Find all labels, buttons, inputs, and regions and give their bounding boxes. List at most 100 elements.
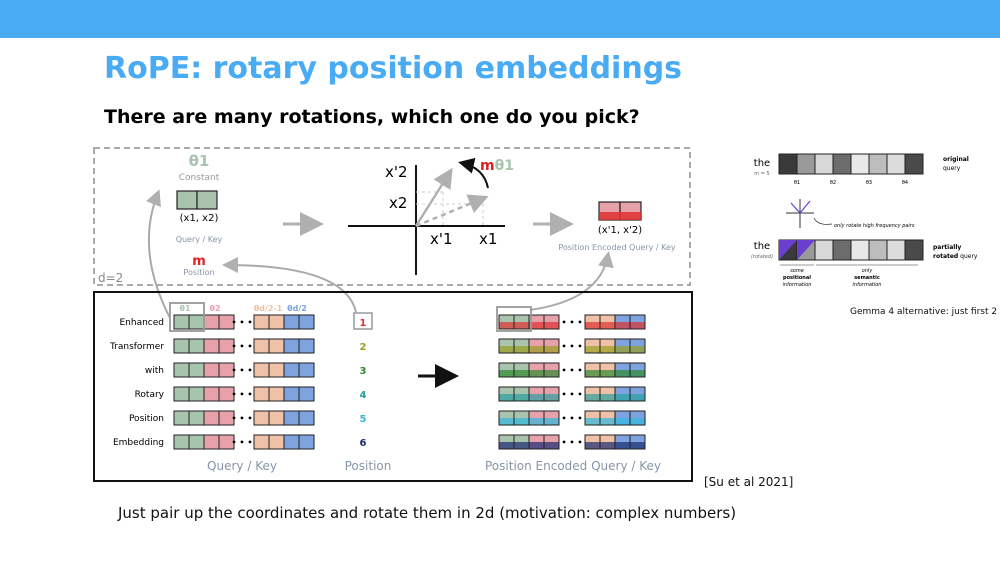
constant-label: Constant — [179, 173, 220, 183]
qk-ellipsis: • • • — [232, 366, 253, 375]
gemma-rotated-cell — [832, 239, 852, 261]
encoded-pair-red-bar — [599, 212, 641, 220]
bottom-query-key-label: Query / Key — [207, 459, 277, 473]
qk-cell — [253, 362, 270, 378]
encoded-cell-band — [630, 370, 645, 377]
gemma-rotated-cell — [868, 239, 888, 261]
gemma-note-arrow — [813, 217, 833, 225]
encoded-ellipsis: • • • — [562, 342, 583, 351]
slide-subtitle: There are many rotations, which one do y… — [104, 106, 640, 128]
qk-cell — [173, 314, 190, 330]
citation: [Su et al 2021] — [704, 475, 794, 489]
gemma-original-label: original — [943, 156, 969, 163]
gemma-original-cell — [868, 153, 888, 175]
word-label: Enhanced — [119, 318, 164, 328]
gemma-theta-4: θ4 — [902, 180, 908, 186]
encoded-cell-band — [499, 418, 514, 425]
qk-cell — [188, 362, 205, 378]
qk-cell — [253, 410, 270, 426]
qk-cell — [203, 434, 220, 450]
slide-title: RoPE: rotary position embeddings — [104, 51, 683, 86]
top-accent-bar — [0, 0, 1000, 38]
encoded-cell-band — [630, 418, 645, 425]
arrow-theta-connector — [146, 189, 171, 319]
qk-cell — [253, 314, 270, 330]
word-label: Embedding — [113, 438, 164, 448]
gemma-rotated-token: the — [754, 241, 770, 252]
gemma-information-label: information — [783, 282, 812, 288]
encoded-cell-band — [514, 370, 529, 377]
encoded-cell-band — [615, 346, 630, 353]
qk-cell — [268, 338, 285, 354]
query-key-rows: • • •• • •• • •• • •• • •• • • — [173, 314, 315, 450]
encoded-cell-band — [600, 322, 615, 329]
qk-cell — [268, 410, 285, 426]
position-number: 4 — [360, 390, 367, 401]
encoded-cell-band — [630, 322, 645, 329]
word-label: with — [145, 366, 164, 376]
rotation-arc-arrow — [458, 157, 489, 189]
theta-header-2: θ2 — [209, 304, 220, 313]
qk-cell — [268, 386, 285, 402]
gemma-original-cell — [778, 153, 798, 175]
qk-cell — [283, 362, 300, 378]
encoded-cell-band — [514, 322, 529, 329]
position-number: 3 — [360, 366, 367, 377]
word-label: Rotary — [135, 390, 165, 400]
gemma-information-label-2: information — [853, 282, 882, 288]
qk-cell — [268, 434, 285, 450]
qk-cell — [218, 338, 235, 354]
gemma-some-label: some — [790, 268, 804, 274]
encoded-pair-label: (x'1, x'2) — [598, 225, 642, 236]
qk-cell — [268, 314, 285, 330]
encoded-ellipsis: • • • — [562, 390, 583, 399]
encoded-cell-band — [499, 394, 514, 401]
axis-x2-prime: x'2 — [385, 163, 408, 181]
pair-label: (x1, x2) — [180, 213, 219, 224]
encoded-cell-band — [585, 418, 600, 425]
encoded-cell-band — [615, 322, 630, 329]
rotated-vector — [414, 167, 453, 227]
word-labels: EnhancedTransformerwithRotaryPositionEmb… — [109, 318, 165, 448]
position-number: 1 — [360, 318, 367, 329]
qk-ellipsis: • • • — [232, 318, 253, 327]
gemma-rotated-label: rotated query — [933, 253, 978, 260]
axis-x2: x2 — [389, 194, 407, 212]
position-number: 6 — [360, 438, 367, 449]
qk-cell — [283, 410, 300, 426]
original-vector — [415, 194, 489, 228]
encoded-cell-band — [615, 394, 630, 401]
encoded-cell-band — [514, 394, 529, 401]
qk-cell — [218, 386, 235, 402]
gemma-rotated-triangle-2 — [797, 240, 815, 260]
gemma-positional-label: positional — [783, 275, 811, 281]
qk-cell — [173, 410, 190, 426]
qk-cell — [173, 386, 190, 402]
gemma-semantic-label: semantic — [854, 275, 880, 281]
slide-caption: Just pair up the coordinates and rotate … — [118, 504, 737, 522]
encoded-cell-band — [499, 370, 514, 377]
position-number: 2 — [360, 342, 367, 353]
gemma-rotated-cell — [904, 239, 924, 261]
encoded-cell-band — [600, 394, 615, 401]
qk-cell — [218, 434, 235, 450]
gemma-theta-2: θ2 — [830, 180, 836, 186]
encoded-cell-band — [544, 370, 559, 377]
qk-pair-cell-2 — [196, 190, 218, 210]
gemma-original-cell — [832, 153, 852, 175]
encoded-cell-band — [600, 346, 615, 353]
encoded-ellipsis: • • • — [562, 414, 583, 423]
encoded-cell-band — [514, 442, 529, 449]
gemma-panel: the m = 5 original query θ1 θ2 θ3 θ4 onl… — [751, 153, 978, 288]
qk-cell — [283, 434, 300, 450]
gemma-rotate-note: only rotate high frequency pairs — [834, 223, 915, 229]
qk-cell — [283, 314, 300, 330]
encoded-cell-band — [529, 370, 544, 377]
qk-cell — [188, 314, 205, 330]
gemma-original-cell — [886, 153, 906, 175]
qk-cell — [218, 410, 235, 426]
gemma-original-query — [778, 153, 924, 175]
encoded-cell-band — [529, 442, 544, 449]
